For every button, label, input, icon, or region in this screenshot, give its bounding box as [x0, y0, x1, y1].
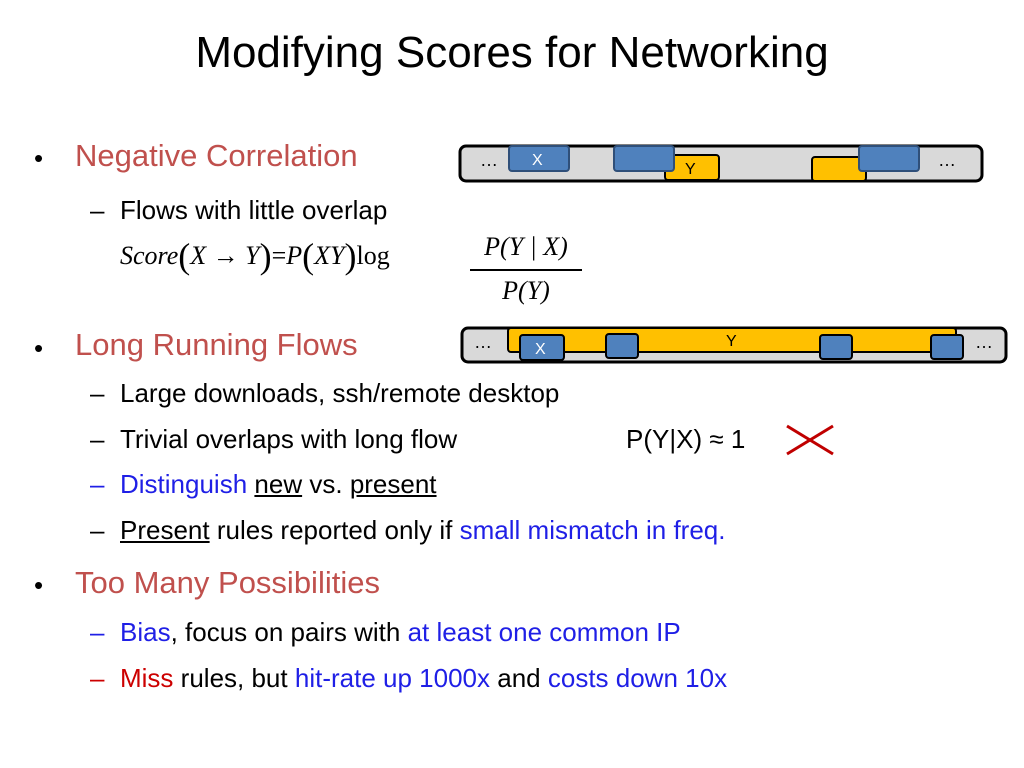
- bullet-dot: •: [34, 333, 44, 363]
- flow-block-orange: [811, 156, 867, 182]
- list-item: –Miss rules, but hit-rate up 1000x and c…: [90, 663, 728, 693]
- flow-label-y: Y: [685, 161, 696, 178]
- list-item: –Flows with little overlap: [90, 195, 388, 225]
- fraction-bar: [470, 269, 582, 271]
- list-item: –Distinguish new vs. present: [90, 469, 437, 499]
- flow-diagram-negative: … … Y X: [458, 144, 984, 183]
- flow-block-blue: [613, 145, 675, 172]
- list-item: –Large downloads, ssh/remote desktop: [90, 378, 560, 408]
- ellipsis-left: …: [474, 332, 492, 352]
- flow-block-blue: [605, 333, 639, 359]
- flow-block-blue: [858, 145, 920, 172]
- bullet-dot: •: [34, 570, 44, 600]
- flow-block-blue: [930, 334, 964, 360]
- flow-label-y: Y: [726, 333, 737, 350]
- ellipsis-right: …: [938, 150, 956, 170]
- score-formula: Score(X → Y)=P(XY)log: [120, 236, 390, 276]
- cross-mark-icon: [786, 424, 834, 456]
- list-item: –Trivial overlaps with long flow: [90, 424, 458, 454]
- heading-too-many-possibilities: Too Many Possibilities: [75, 565, 380, 600]
- bullet-dot: •: [34, 143, 44, 173]
- slide-title: Modifying Scores for Networking: [195, 28, 829, 77]
- heading-long-running-flows: Long Running Flows: [75, 327, 358, 362]
- ellipsis-left: …: [480, 150, 498, 170]
- fraction-denominator: P(Y): [502, 276, 550, 305]
- flow-block-x: [519, 334, 565, 361]
- probability-note: P(Y|X) ≈ 1: [626, 424, 746, 454]
- flow-block-x: [508, 145, 570, 172]
- ellipsis-right: …: [975, 332, 993, 352]
- flow-block-blue: [819, 334, 853, 360]
- list-item: –Present rules reported only if small mi…: [90, 515, 726, 545]
- flow-label-x: X: [532, 152, 543, 169]
- fraction-numerator: P(Y | X): [484, 232, 568, 261]
- heading-negative-correlation: Negative Correlation: [75, 138, 358, 173]
- list-item: –Bias, focus on pairs with at least one …: [90, 617, 681, 647]
- flow-diagram-long-running: … … Y X: [460, 326, 1008, 364]
- flow-label-x: X: [535, 341, 546, 358]
